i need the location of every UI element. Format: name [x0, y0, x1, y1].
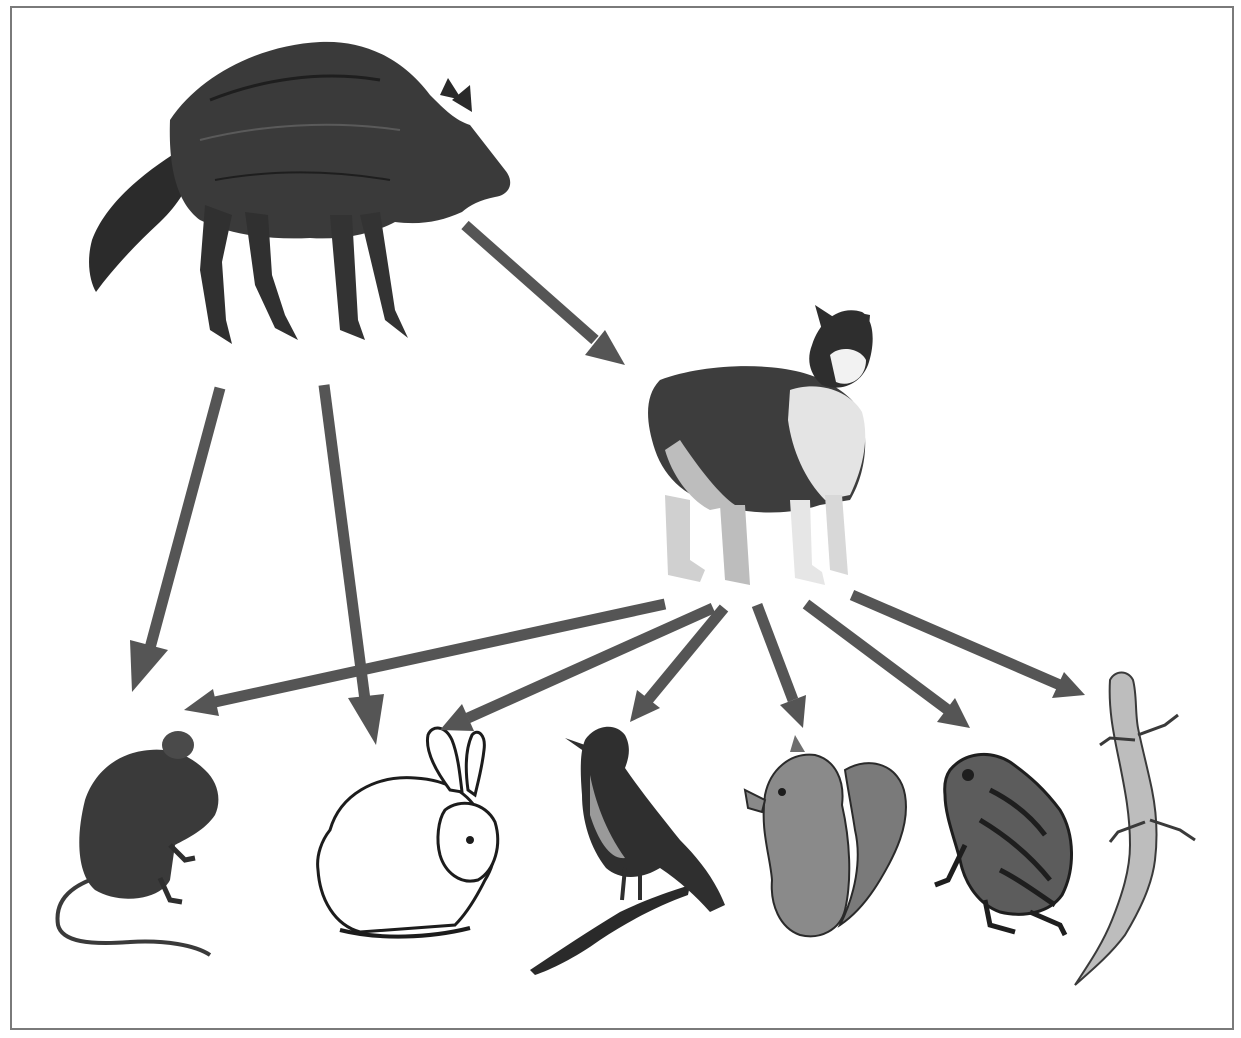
- frog-icon: [935, 754, 1072, 935]
- arrow-coyote-to-cat: [465, 225, 595, 340]
- mouse-icon: [57, 731, 218, 955]
- lizard-icon: [1075, 673, 1195, 986]
- arrow-cat-to-mouse: [215, 604, 665, 702]
- coyote-icon: [89, 42, 510, 344]
- arrowhead-coyote-to-rabbit: [348, 694, 384, 745]
- arrow-cat-to-squirrel: [757, 605, 793, 700]
- arrow-cat-to-frog: [806, 604, 948, 710]
- arrow-coyote-to-rabbit: [324, 385, 365, 700]
- arrowhead-coyote-to-mouse: [130, 640, 168, 692]
- arrow-cat-to-lizard: [852, 595, 1060, 685]
- rabbit-icon: [318, 728, 498, 937]
- arrow-coyote-to-mouse: [150, 388, 220, 648]
- arrowhead-cat-to-mouse: [184, 689, 219, 716]
- cat-icon: [648, 305, 873, 585]
- bird-icon: [530, 727, 725, 975]
- squirrel-icon: [745, 735, 906, 936]
